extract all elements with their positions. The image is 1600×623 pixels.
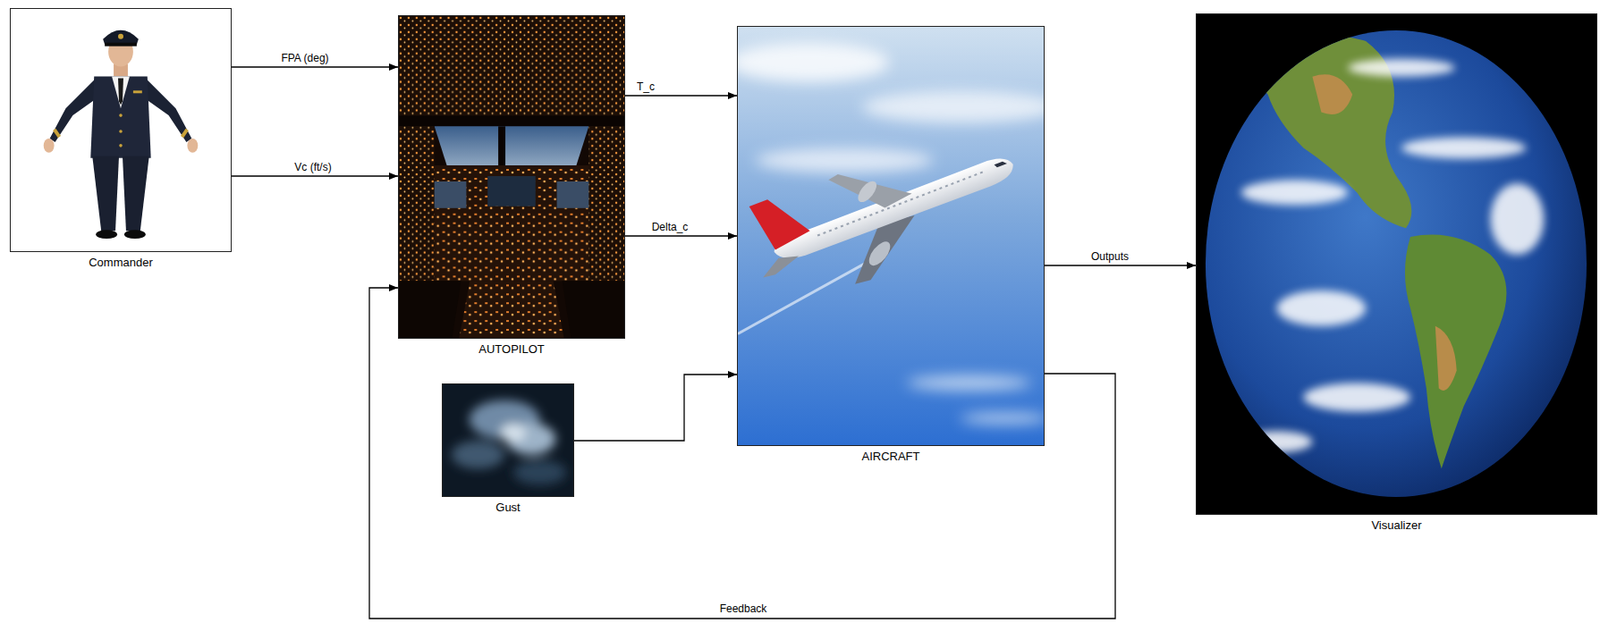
- signal-label: FPA (deg): [279, 51, 331, 65]
- image-frame: [9, 8, 232, 253]
- block-caption: AUTOPILOT: [396, 342, 627, 356]
- signal-line: [231, 63, 398, 71]
- signal-label: Delta_c: [650, 220, 691, 234]
- signal-line: [574, 371, 737, 441]
- image-frame: [1195, 13, 1598, 516]
- gust-block: Gust: [441, 383, 575, 515]
- signal-line: [625, 232, 737, 240]
- pilot-figure: [43, 30, 199, 239]
- autopilot-block: AUTOPILOT: [397, 15, 626, 356]
- signal-line: [231, 172, 398, 180]
- signal-label: Outputs: [1089, 250, 1131, 263]
- airliner-illustration: [737, 26, 1044, 446]
- block-caption: Commander: [8, 255, 234, 270]
- earth-illustration: [1196, 14, 1597, 515]
- storm-illustration: [442, 384, 574, 497]
- airliner: [737, 112, 1033, 316]
- signal-label: Feedback: [718, 602, 770, 616]
- block-caption: Visualizer: [1193, 518, 1600, 533]
- signal-line: [1044, 262, 1196, 270]
- aircraft-block: AIRCRAFT: [736, 25, 1045, 464]
- signal-label: T_c: [634, 80, 657, 94]
- cockpit-illustration: [398, 16, 625, 339]
- signal-label: Vc (ft/s): [292, 160, 333, 174]
- visualizer-block: Visualizer: [1195, 13, 1598, 533]
- image-frame: [397, 15, 626, 339]
- image-frame: [736, 25, 1045, 447]
- pilot-illustration: [10, 8, 231, 252]
- block-caption: AIRCRAFT: [735, 449, 1047, 464]
- block-caption: Gust: [440, 500, 576, 515]
- signal-line: [625, 92, 737, 100]
- commander-block: Commander: [9, 8, 232, 270]
- image-frame: [441, 383, 575, 498]
